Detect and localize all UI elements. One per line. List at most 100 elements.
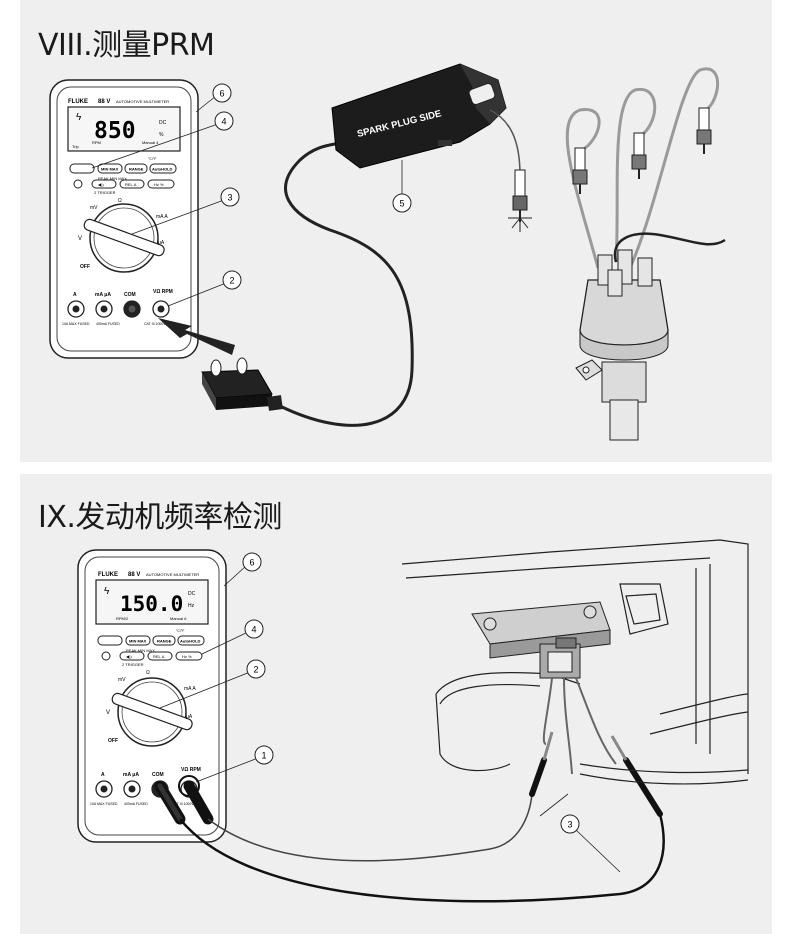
svg-text:REL Δ: REL Δ: [125, 182, 137, 187]
svg-text:MIN MAX: MIN MAX: [129, 639, 147, 644]
svg-text:mA μA: mA μA: [95, 292, 111, 298]
svg-text:PEAK MIN MAX: PEAK MIN MAX: [126, 648, 155, 653]
svg-text:6: 6: [249, 558, 254, 568]
svg-text:400mA FUSED: 400mA FUSED: [96, 322, 120, 326]
svg-text:mV: mV: [90, 205, 98, 211]
multimeter: FLUKE 88 V AUTOMOTIVE MULTIMETER ϟ 850 D…: [49, 79, 199, 359]
spark-plug-1: [572, 147, 588, 194]
beeper-button[interactable]: [119, 651, 145, 661]
svg-text:OFF: OFF: [108, 738, 118, 744]
svg-text:10A MAX FUSED: 10A MAX FUSED: [90, 802, 118, 806]
distributor: [575, 249, 669, 441]
svg-text:2: 2: [253, 665, 258, 675]
svg-text:4: 4: [251, 625, 256, 635]
svg-text:VΩ RPM: VΩ RPM: [181, 767, 201, 773]
callout-3: 3: [131, 187, 240, 235]
multimeter: FLUKE 88 V AUTOMOTIVE MULTIMETER ϟ 150.0…: [77, 549, 227, 843]
svg-text:2 TRIGGER: 2 TRIGGER: [94, 190, 116, 195]
pickup-plug: [201, 357, 283, 411]
lcd-unit-right: %: [159, 132, 164, 138]
lcd-display: [95, 579, 209, 625]
svg-text:CAT III 1000V: CAT III 1000V: [144, 322, 166, 326]
red-lead-cable: [207, 793, 533, 862]
pickup-cable: [279, 141, 414, 427]
insert-arrow-icon: [158, 318, 235, 355]
backlight-button[interactable]: [101, 651, 111, 661]
brand-label: FLUKE: [98, 572, 118, 578]
svg-text:AutoHOLD: AutoHOLD: [152, 167, 173, 172]
yellow-button[interactable]: [97, 635, 123, 646]
svg-text:mA μA: mA μA: [123, 772, 139, 778]
svg-text:COM: COM: [152, 772, 164, 778]
svg-text:mA A: mA A: [156, 214, 168, 220]
black-lead-cable: [179, 813, 665, 903]
spark-plug-left: [508, 169, 532, 232]
spark-plug-2: [631, 132, 647, 179]
svg-text:Ω: Ω: [146, 670, 150, 676]
svg-text:4: 4: [221, 117, 226, 127]
rel-button[interactable]: [147, 651, 173, 661]
min-max-button[interactable]: [125, 635, 151, 646]
svg-text:REL Δ: REL Δ: [153, 654, 165, 659]
svg-text:Hz %: Hz %: [182, 654, 192, 659]
model-label: 88 V: [98, 99, 110, 105]
model-label: 88 V: [128, 572, 140, 578]
autohold-button[interactable]: [149, 163, 177, 174]
svg-text:RANGE: RANGE: [157, 639, 172, 644]
range-button[interactable]: [152, 635, 176, 646]
svg-text:1: 1: [261, 751, 266, 761]
min-max-button[interactable]: [97, 163, 123, 174]
svg-text:mV: mV: [118, 677, 126, 683]
lcd-bolt-icon: ϟ: [76, 112, 82, 123]
svg-text:400mA FUSED: 400mA FUSED: [124, 802, 148, 806]
svg-text:MIN MAX: MIN MAX: [101, 167, 119, 172]
rpm-diagram: FLUKE 88 V AUTOMOTIVE MULTIMETER ϟ 850 D…: [49, 63, 726, 441]
lcd-value: 150.0: [120, 592, 183, 616]
svg-text:PEAK MIN MAX: PEAK MIN MAX: [98, 176, 127, 181]
rpm-measurement-panel: VIII.测量PRM FLUKE 88 V AUTOMOTIVE MULTIME…: [20, 0, 772, 462]
svg-text:CAT III 1000V: CAT III 1000V: [172, 802, 194, 806]
sensor-connector: [471, 601, 611, 679]
rotary-dial[interactable]: [83, 203, 166, 273]
lcd-unit-right: Hz: [188, 603, 195, 609]
autohold-button[interactable]: [177, 635, 205, 646]
svg-text:A: A: [101, 772, 105, 778]
svg-text:◀)): ◀)): [126, 654, 132, 659]
lcd-unit-dc: DC: [188, 591, 196, 597]
callout-4: 4: [91, 111, 234, 169]
svg-text:◀)): ◀)): [98, 182, 104, 187]
svg-text:°C/°F: °C/°F: [148, 157, 156, 161]
lcd-unit-dc: DC: [159, 120, 167, 126]
svg-text:A: A: [73, 292, 77, 298]
probe-right: [610, 735, 663, 817]
lcd-status-right: Manual 6: [170, 616, 187, 621]
hz-button[interactable]: [175, 651, 203, 661]
model-sub-label: AUTOMOTIVE MULTIMETER: [116, 99, 169, 104]
callout-4: 4: [201, 619, 264, 655]
svg-text:6: 6: [219, 89, 224, 99]
callout-5: 5: [392, 160, 412, 213]
svg-text:mA A: mA A: [184, 686, 196, 692]
hz-button[interactable]: [147, 179, 175, 189]
svg-text:AutoHOLD: AutoHOLD: [180, 639, 201, 644]
yellow-button[interactable]: [69, 163, 95, 174]
rel-button[interactable]: [119, 179, 145, 189]
callout-6: 6: [195, 83, 232, 113]
test-lead-com: [154, 780, 186, 825]
rotary-dial[interactable]: [111, 677, 194, 747]
model-sub-label: AUTOMOTIVE MULTIMETER: [146, 572, 199, 577]
spark-icon: [508, 217, 532, 232]
engine-bay: [401, 539, 749, 785]
svg-text:V: V: [78, 236, 82, 242]
svg-text:5: 5: [399, 199, 404, 209]
spark-lead: [489, 109, 521, 176]
beeper-button[interactable]: [91, 179, 117, 189]
backlight-button[interactable]: [73, 179, 83, 189]
lcd-status-left: Trip: [72, 144, 80, 149]
callout-1: 1: [195, 745, 274, 783]
lcd-status-mid: RPM: [92, 140, 101, 145]
callout-6: 6: [223, 552, 262, 587]
lcd-status-mid: RPM/2: [116, 616, 129, 621]
range-button[interactable]: [124, 163, 148, 174]
inductive-pickup: SPARK PLUG SIDE: [331, 63, 507, 169]
